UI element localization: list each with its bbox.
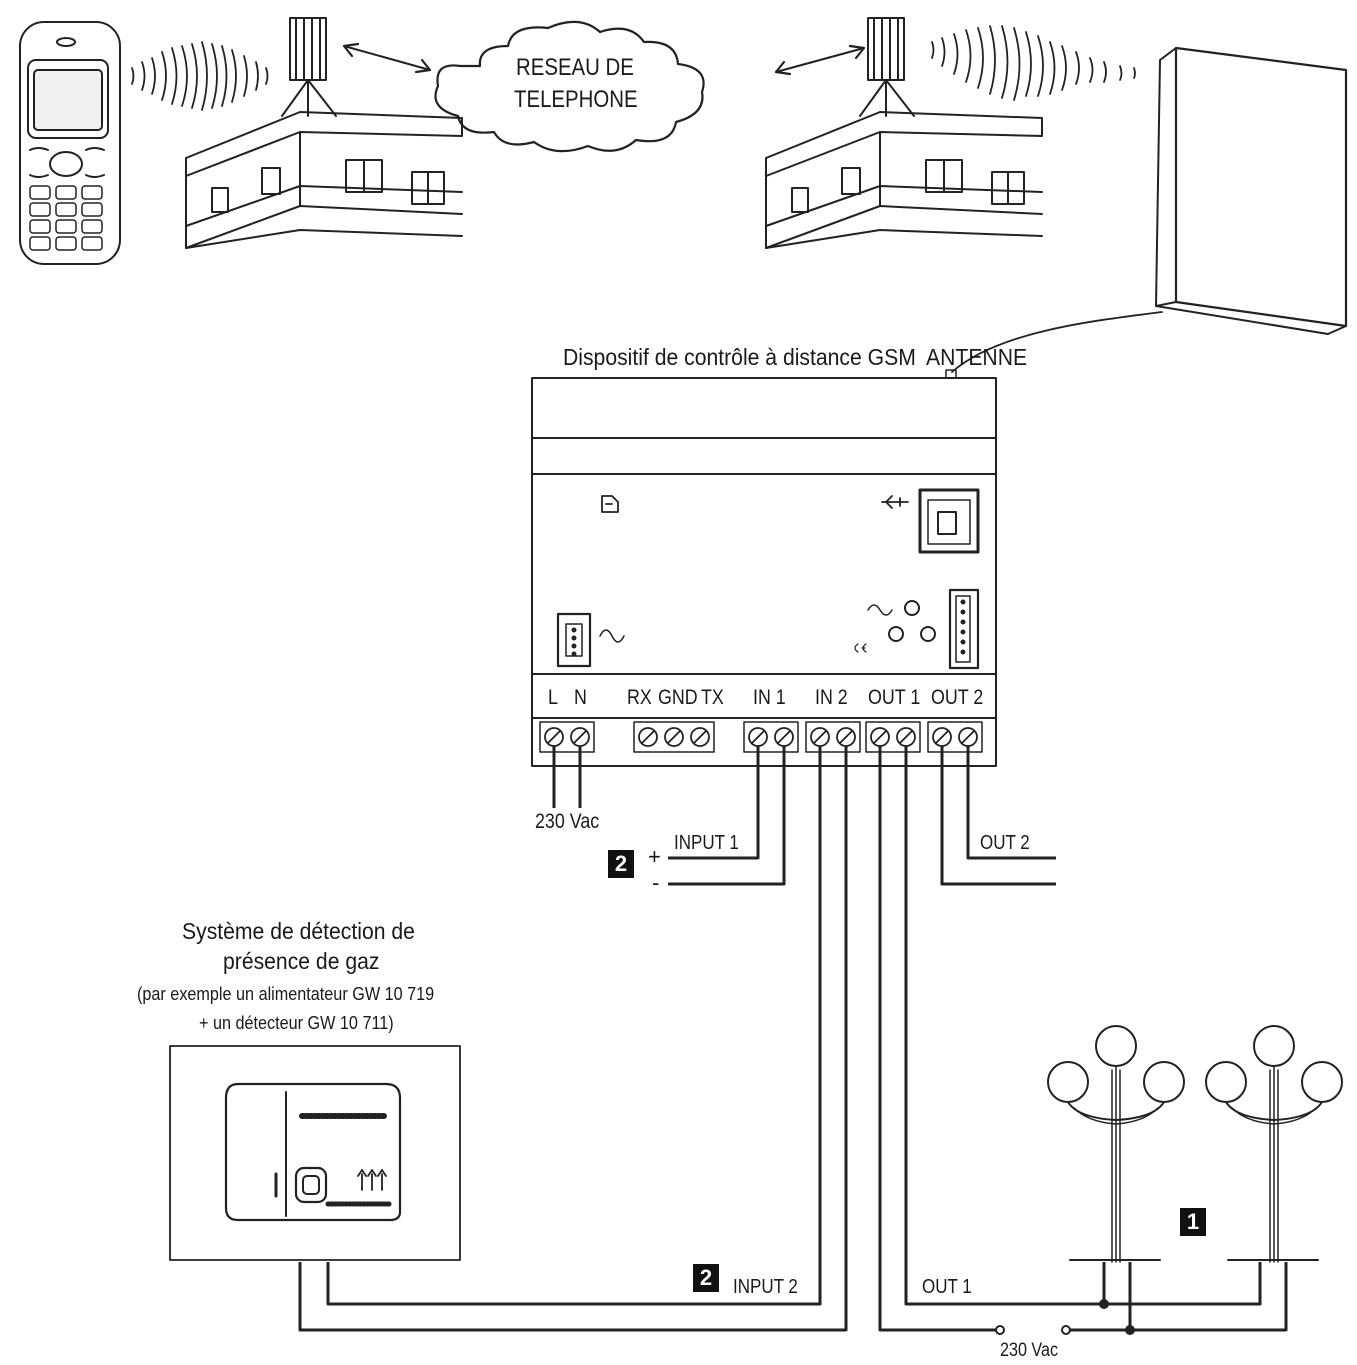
terminal-label-rx: RX	[627, 686, 652, 709]
gsm-antenna-panel-icon	[945, 46, 1348, 379]
gas-system-note-line2: + un détecteur GW 10 711)	[199, 1013, 394, 1033]
badge-2-input1: 2	[608, 850, 634, 878]
building-left-icon	[185, 111, 463, 249]
terminal-label-out2: OUT 2	[931, 686, 984, 709]
antenna-label: ANTENNE	[926, 344, 1028, 370]
link-arrow-left-icon	[342, 42, 432, 74]
gas-system-title-line1: Système de détection de	[182, 918, 415, 944]
terminal-label-in2: IN 2	[815, 686, 848, 709]
building-right-icon	[765, 111, 1043, 249]
terminal-label-in1: IN 1	[753, 686, 786, 709]
gsm-control-device	[531, 377, 997, 767]
supply-bottom-label: 230 Vac	[1000, 1340, 1059, 1361]
signal-waves-left-icon	[131, 41, 269, 111]
minus-sign: -	[652, 870, 660, 895]
link-arrow-right-icon	[774, 44, 866, 76]
street-lamp-2-icon	[1205, 1025, 1343, 1263]
supply-label: 230 Vac	[535, 810, 600, 833]
input1-label: INPUT 1	[674, 832, 739, 854]
wiring	[298, 746, 1288, 1332]
terminal-label-n: N	[574, 686, 587, 709]
signal-waves-right-icon	[931, 25, 1136, 101]
gas-detector-icon	[169, 1045, 461, 1261]
network-label-line1: RESEAU DE	[516, 54, 634, 81]
device-caption: Dispositif de contrôle à distance GSM	[563, 344, 916, 370]
gas-system-note-line1: (par exemple un alimentateur GW 10 719	[137, 984, 435, 1004]
cell-tower-left-icon	[281, 17, 337, 117]
input2-label: INPUT 2	[733, 1276, 798, 1298]
street-lamp-1-icon	[1047, 1025, 1185, 1263]
badge-2-input2: 2	[693, 1264, 719, 1292]
terminal-label-tx: TX	[701, 686, 724, 709]
terminal-label-l: L	[548, 686, 558, 709]
terminal-label-gnd: GND	[658, 686, 698, 709]
plus-sign: +	[648, 844, 661, 869]
badge-1-lamps: 1	[1180, 1208, 1206, 1236]
out1-label: OUT 1	[922, 1276, 972, 1298]
cell-tower-right-icon	[859, 17, 915, 117]
gas-system-title-line2: présence de gaz	[223, 948, 380, 974]
telephone-network-cloud-icon	[434, 20, 705, 153]
mobile-phone-icon	[19, 21, 121, 265]
network-label-line2: TELEPHONE	[514, 86, 638, 113]
terminal-label-out1: OUT 1	[868, 686, 921, 709]
out2-label: OUT 2	[980, 832, 1030, 854]
